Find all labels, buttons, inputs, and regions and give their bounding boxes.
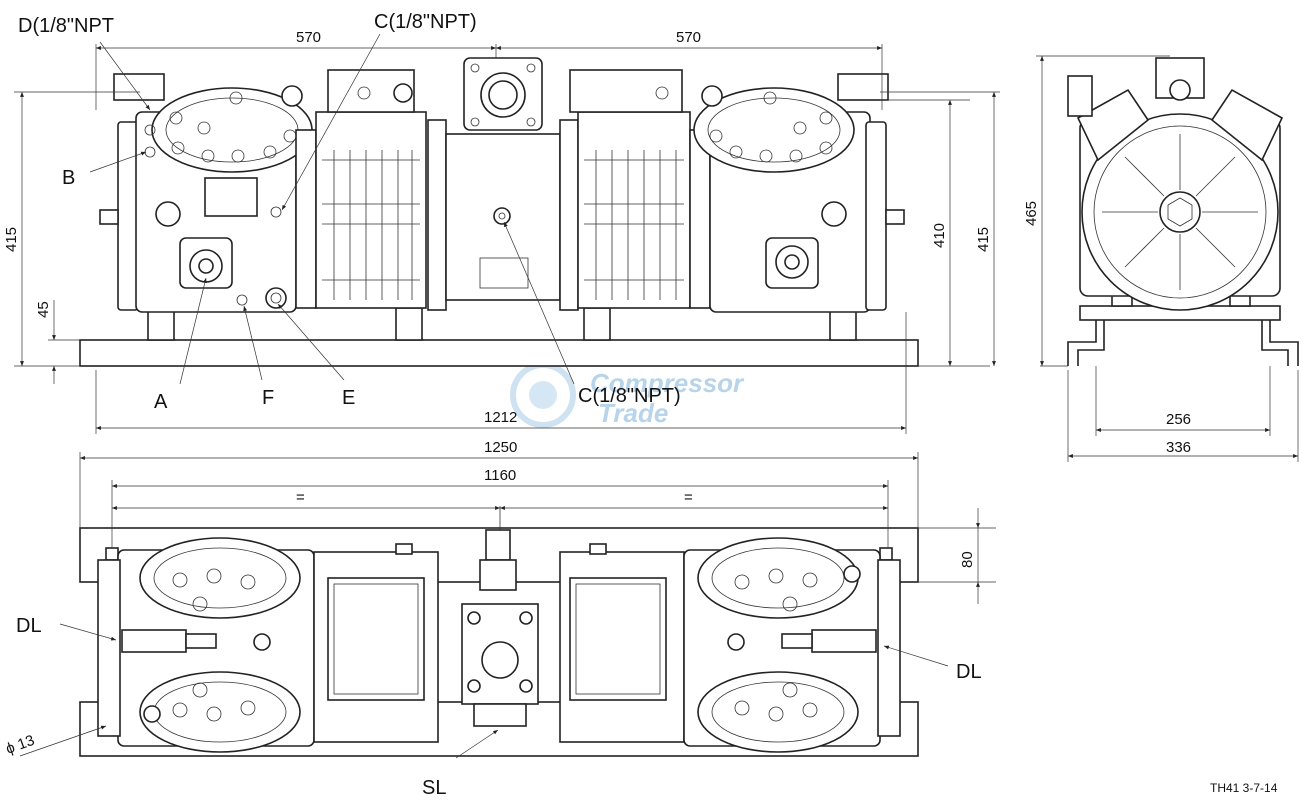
side-flywheel-spokes: [1102, 134, 1258, 290]
label-dl-left: DL: [16, 615, 42, 637]
dim-45: 45: [35, 301, 52, 318]
label-e: E: [342, 387, 355, 409]
dim-eq-left: =: [296, 489, 305, 506]
dim-570-right: 570: [676, 29, 701, 46]
dim-1250: 1250: [484, 439, 517, 456]
label-c-connection-top: C(1/8"NPT): [374, 11, 477, 33]
dim-336: 336: [1166, 439, 1191, 456]
front-base-frame: [79, 339, 919, 367]
label-d-connection: D(1/8"NPT: [18, 15, 114, 37]
watermark-line2: Trade: [598, 398, 668, 428]
right-motor-top: [559, 543, 685, 743]
front-leaders: [89, 33, 575, 385]
dim-1212: 1212: [484, 409, 517, 426]
left-compressor-top: [97, 537, 315, 753]
label-a: A: [154, 391, 168, 413]
label-dl-right: DL: [956, 661, 982, 683]
dim-570-left: 570: [296, 29, 321, 46]
dim-256: 256: [1166, 411, 1191, 428]
label-b: B: [62, 167, 75, 189]
label-c-connection-mid: C(1/8"NPT): [578, 385, 681, 407]
right-motor-front: [559, 69, 711, 311]
left-compressor-front: [99, 73, 313, 313]
side-view: [1036, 55, 1299, 462]
callout-labels: D(1/8"NPT C(1/8"NPT) B A F E C(1/8"NPT) …: [4, 11, 982, 799]
top-view: [19, 452, 996, 759]
watermark-line1: Compressor: [590, 368, 745, 398]
label-hole-diameter: ϕ 13: [4, 732, 37, 758]
center-valve-top: [461, 506, 539, 727]
label-f: F: [262, 387, 274, 409]
right-compressor-top: [683, 537, 901, 753]
dim-410: 410: [931, 223, 948, 248]
dimension-values: 570 570 415 45 410 415 465 1212 1250 116…: [3, 29, 1191, 568]
center-manifold-front: [445, 57, 561, 301]
dim-1160: 1160: [484, 467, 516, 484]
dim-eq-right: =: [684, 489, 693, 506]
dim-415-right: 415: [975, 227, 992, 252]
drawing-reference: TH41 3-7-14: [1210, 781, 1278, 795]
label-sl: SL: [422, 777, 446, 799]
left-motor-front: [295, 69, 447, 311]
left-motor-top: [313, 543, 439, 743]
watermark: Compressor Trade: [510, 362, 745, 428]
dim-80: 80: [959, 551, 976, 568]
dim-415-left: 415: [3, 227, 20, 252]
front-view: [14, 33, 1000, 434]
dim-465: 465: [1023, 201, 1040, 226]
front-dimensions: [14, 44, 1000, 434]
top-dimensions: [19, 452, 996, 759]
right-compressor-front: [693, 73, 905, 313]
